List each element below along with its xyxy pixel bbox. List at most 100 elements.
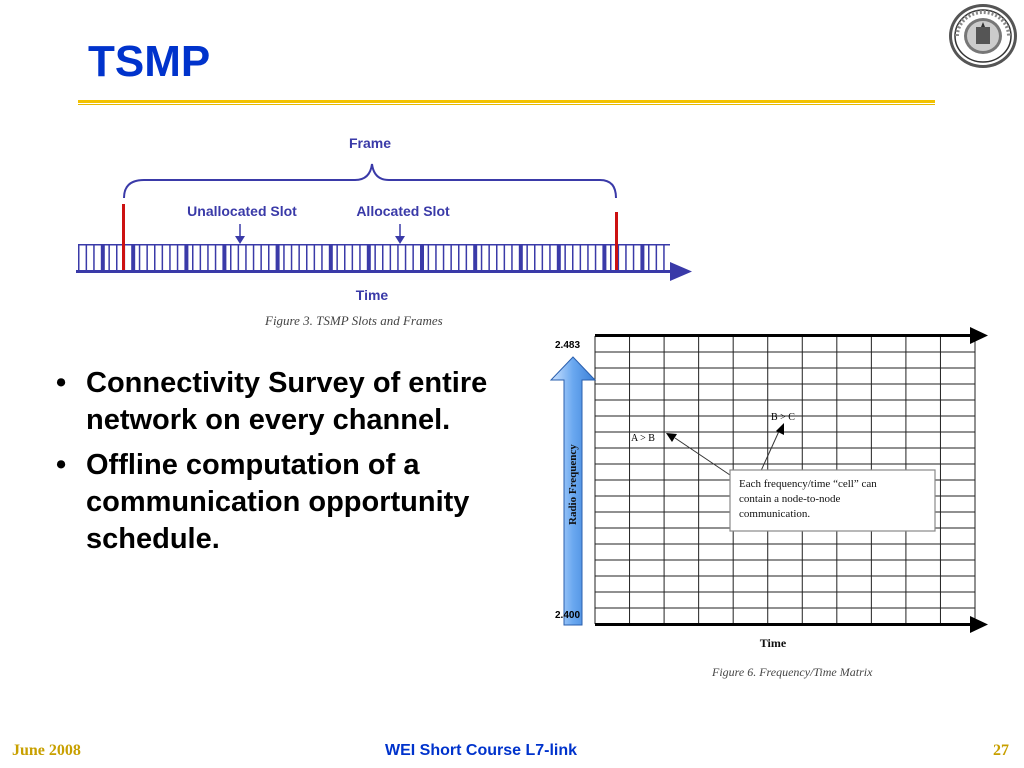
note-line-3: communication. bbox=[739, 508, 810, 520]
slot-tick bbox=[496, 244, 498, 270]
slot-tick bbox=[663, 244, 665, 270]
slot-tick bbox=[511, 244, 513, 270]
slot-tick bbox=[549, 244, 551, 270]
slot-tick bbox=[473, 244, 478, 270]
slot-tick bbox=[283, 244, 285, 270]
slot-tick bbox=[199, 244, 202, 270]
bullet-list: • Connectivity Survey of entire network … bbox=[50, 365, 490, 566]
matrix-top-arrowhead bbox=[970, 327, 988, 344]
matrix-bottom-line bbox=[595, 623, 975, 626]
frequency-time-matrix-figure: Radio Frequency 2.483 2.400 A > B B > C … bbox=[549, 327, 988, 679]
slot-tick bbox=[435, 244, 437, 270]
slot-tick bbox=[214, 244, 217, 270]
slot-tick bbox=[169, 244, 171, 270]
slot-tick bbox=[564, 244, 566, 270]
slot-tick bbox=[351, 244, 354, 270]
slot-tick bbox=[374, 244, 376, 270]
y-top-value: 2.483 bbox=[555, 340, 580, 351]
slot-tick bbox=[192, 244, 194, 270]
slot-tick bbox=[648, 244, 650, 270]
slot-tick bbox=[518, 244, 523, 270]
matrix-bottom-arrowhead bbox=[970, 616, 988, 633]
slot-tick bbox=[306, 244, 308, 270]
slot-tick bbox=[313, 244, 316, 270]
matrix-top-line bbox=[595, 334, 975, 337]
bullet-marker: • bbox=[56, 449, 67, 481]
slot-tick bbox=[541, 244, 544, 270]
unallocated-slot-label: Unallocated Slot bbox=[187, 203, 297, 219]
slot-tick bbox=[458, 244, 460, 270]
bullet-text: Offline computation of a communication o… bbox=[86, 449, 470, 555]
allocated-pointer-head bbox=[395, 236, 405, 244]
slot-tick bbox=[594, 244, 597, 270]
slot-tick bbox=[138, 244, 141, 270]
frame-label: Frame bbox=[349, 135, 391, 151]
slot-tick bbox=[230, 244, 232, 270]
figure-3-caption: Figure 3. TSMP Slots and Frames bbox=[264, 313, 443, 328]
slot-tick bbox=[503, 244, 506, 270]
slot-tick bbox=[534, 244, 536, 270]
slot-tick bbox=[579, 244, 582, 270]
slot-tick bbox=[640, 244, 645, 270]
slot-tick bbox=[245, 244, 247, 270]
slot-tick bbox=[85, 244, 88, 270]
slot-tick bbox=[93, 244, 95, 270]
title-underline-shadow bbox=[78, 104, 935, 105]
slots-frames-figure: Frame Unallocated Slot Allocated Slot Ti… bbox=[76, 135, 692, 328]
slot-tick bbox=[131, 244, 136, 270]
slot-tick bbox=[556, 244, 561, 270]
slot-tick bbox=[625, 244, 627, 270]
slot-tick bbox=[108, 244, 110, 270]
slot-tick bbox=[260, 244, 262, 270]
slot-tick bbox=[587, 244, 589, 270]
slot-tick bbox=[465, 244, 468, 270]
slot-tick bbox=[655, 244, 658, 270]
slot-tick bbox=[100, 244, 105, 270]
slot-tick bbox=[427, 244, 430, 270]
slot-tick bbox=[366, 244, 371, 270]
cell-label-b-c: B > C bbox=[771, 412, 795, 423]
slot-tick bbox=[161, 244, 164, 270]
slot-row-top-edge bbox=[78, 244, 670, 246]
time-axis-line bbox=[76, 270, 684, 273]
callout-line-a bbox=[674, 437, 731, 476]
cell-label-a-b: A > B bbox=[631, 433, 655, 444]
frame-brace bbox=[123, 163, 617, 199]
radio-frequency-arrow bbox=[549, 356, 597, 626]
slot-tick bbox=[116, 244, 118, 270]
slot-tick bbox=[617, 244, 620, 270]
slot-tick bbox=[404, 244, 407, 270]
slide-title: TSMP bbox=[88, 37, 211, 86]
radio-frequency-label: Radio Frequency bbox=[567, 444, 579, 525]
frame-end-marker bbox=[615, 212, 618, 272]
callout-arrow-a bbox=[666, 433, 677, 442]
bullet-marker: • bbox=[56, 367, 67, 399]
slot-tick bbox=[610, 244, 612, 270]
footer-course-title: WEI Short Course L7-link bbox=[385, 742, 578, 759]
note-line-2: contain a node-to-node bbox=[739, 493, 841, 505]
slot-tick bbox=[450, 244, 452, 270]
slot-tick bbox=[78, 244, 80, 270]
unallocated-pointer-head bbox=[235, 236, 245, 244]
slot-ticks bbox=[78, 244, 670, 270]
slot-tick bbox=[237, 244, 240, 270]
slot-tick bbox=[207, 244, 209, 270]
bullet-item: • Offline computation of a communication… bbox=[50, 447, 490, 558]
note-line-1: Each frequency/time “cell” can bbox=[739, 478, 877, 490]
slot-tick bbox=[336, 244, 338, 270]
slot-tick bbox=[184, 244, 189, 270]
y-bottom-value: 2.400 bbox=[555, 610, 580, 621]
slot-tick bbox=[572, 244, 574, 270]
callout-line-b bbox=[759, 428, 781, 474]
time-axis-label: Time bbox=[356, 287, 389, 303]
slot-tick bbox=[480, 244, 483, 270]
time-axis-label: Time bbox=[760, 636, 787, 650]
slot-tick bbox=[526, 244, 528, 270]
slot-tick bbox=[389, 244, 392, 270]
bullet-text: Connectivity Survey of entire network on… bbox=[86, 367, 488, 436]
footer-date: June 2008 bbox=[12, 742, 81, 759]
bullet-item: • Connectivity Survey of entire network … bbox=[50, 365, 490, 439]
frame-start-marker bbox=[122, 204, 125, 272]
slot-tick bbox=[632, 244, 635, 270]
slot-tick bbox=[298, 244, 300, 270]
